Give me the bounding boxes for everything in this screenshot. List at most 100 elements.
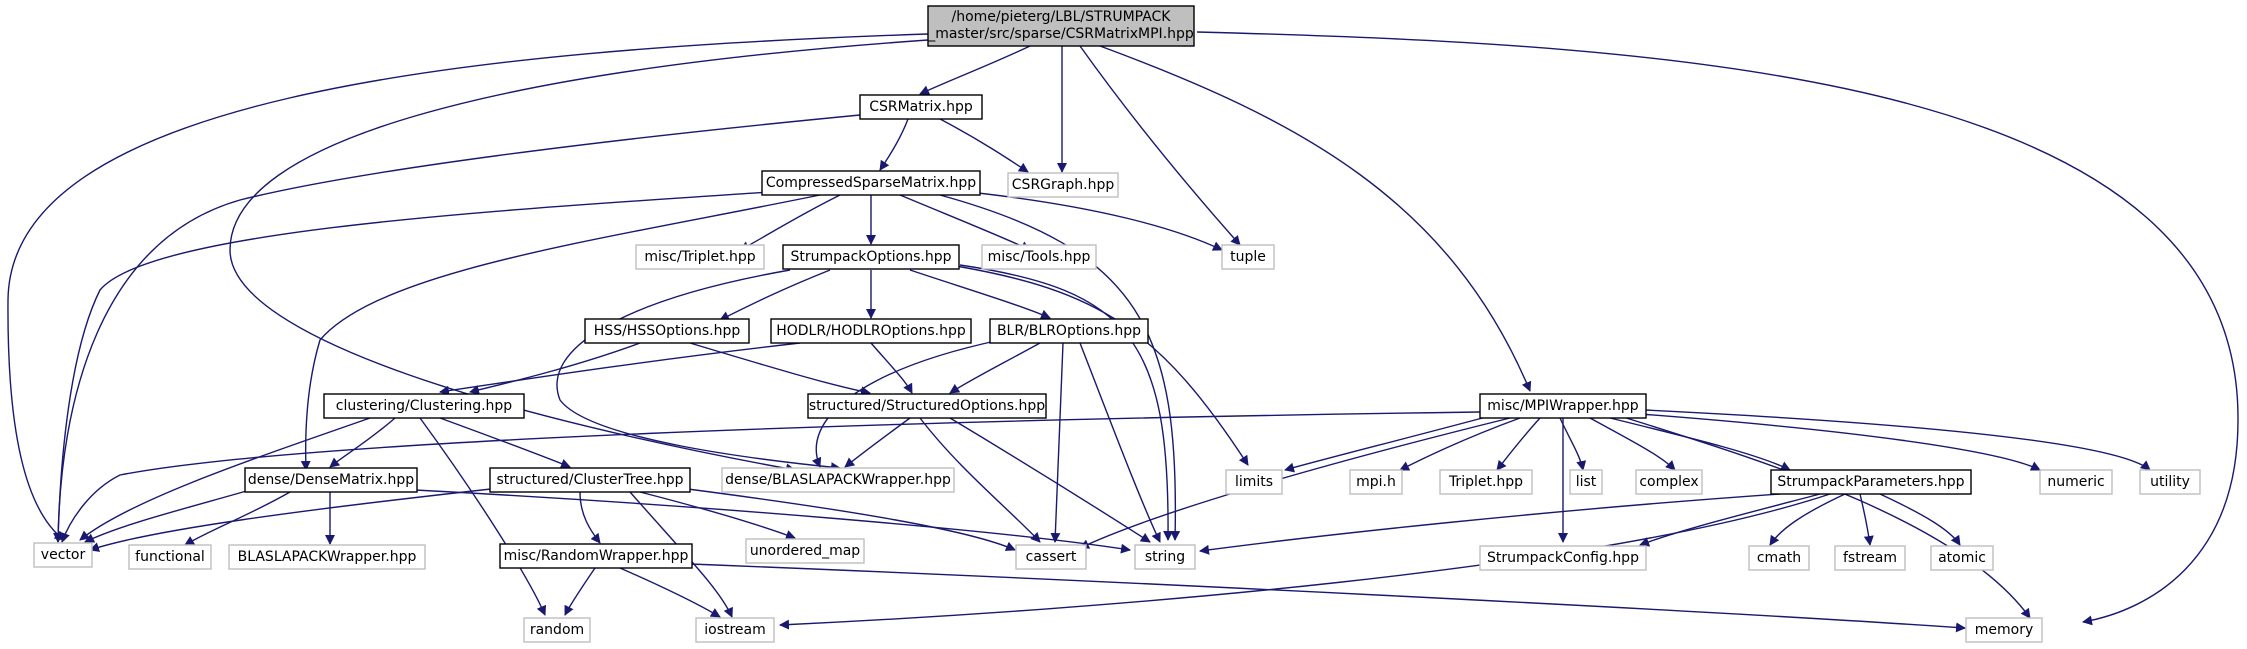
node-label: CompressedSparseMatrix.hpp (766, 175, 976, 191)
node-label: list (1576, 474, 1597, 490)
node-mpi-h: mpi.h (1349, 469, 1403, 495)
edge-root-vector (7, 33, 929, 541)
edge-densematrix-functional (184, 491, 291, 546)
node-misc-triplet: misc/Triplet.hpp (635, 244, 765, 270)
edge-mpiwrapper-numeric (1639, 413, 2041, 471)
node-cmath: cmath (1748, 545, 1810, 571)
node-blaslapack-wrapper: BLASLAPACKWrapper.hpp (228, 544, 426, 570)
node-label: Triplet.hpp (1448, 474, 1523, 490)
node-strumpack-parameters[interactable]: StrumpackParameters.hpp (1770, 469, 1972, 495)
node-label: CSRMatrix.hpp (869, 99, 973, 115)
node-random: random (523, 617, 591, 643)
edge-strumpackoptions-dense-blaslapack (556, 269, 841, 473)
node-label: cmath (1757, 550, 1801, 566)
edge-params-fstream (1859, 493, 1874, 546)
node-label: complex (1639, 474, 1698, 490)
node-label: unordered_map (750, 543, 860, 559)
node-label: BLASLAPACKWrapper.hpp (238, 549, 417, 565)
edge-strumpackoptions-blr (909, 269, 1051, 320)
edge-structopts-string (949, 417, 1151, 543)
edge-params-string (1199, 493, 1781, 555)
edge-clustering-clustertree (439, 417, 571, 469)
node-label: StrumpackOptions.hpp (790, 249, 951, 265)
node-label: misc/RandomWrapper.hpp (504, 548, 689, 564)
node-hss-options[interactable]: HSS/HSSOptions.hpp (584, 318, 750, 344)
edge-params-iostream (779, 493, 1831, 630)
edge-compressed-densematrix (300, 194, 821, 471)
node-cluster-tree[interactable]: structured/ClusterTree.hpp (489, 467, 691, 493)
node-label: dense/DenseMatrix.hpp (248, 472, 414, 488)
node-label: functional (135, 549, 205, 565)
node-label: dense/BLASLAPACKWrapper.hpp (725, 472, 951, 488)
node-label: cassert (1026, 549, 1077, 565)
edge-densematrix-vector (84, 489, 251, 543)
edge-strumpackoptions-hss (719, 269, 831, 321)
node-misc-tools: misc/Tools.hpp (981, 244, 1097, 270)
node-compressed-sparse-matrix[interactable]: CompressedSparseMatrix.hpp (761, 170, 981, 196)
edge-densematrix-string (414, 489, 1131, 554)
node-mpi-wrapper[interactable]: misc/MPIWrapper.hpp (1479, 393, 1647, 419)
node-label: misc/MPIWrapper.hpp (1487, 398, 1639, 414)
node-numeric: numeric (2039, 469, 2113, 495)
node-tuple: tuple (1221, 244, 1275, 270)
node-vector: vector (33, 542, 93, 568)
node-label: BLR/BLROptions.hpp (997, 323, 1141, 339)
edge-randomwrapper-iostream (619, 567, 721, 618)
node-label: misc/Tools.hpp (988, 249, 1091, 265)
node-label: atomic (1938, 550, 1986, 566)
node-csrmatrix[interactable]: CSRMatrix.hpp (859, 94, 983, 120)
edge-clustertree-unordered-map (639, 491, 796, 540)
edge-strumpackoptions-limits (949, 264, 1249, 466)
node-blr-options[interactable]: BLR/BLROptions.hpp (989, 318, 1149, 344)
edge-hss-clustering (469, 342, 641, 395)
node-limits: limits (1225, 469, 1283, 495)
edge-params-config (1639, 493, 1821, 547)
node-memory: memory (1965, 617, 2043, 643)
edge-clustertree-cassert (679, 487, 1016, 551)
edge-csrmatrix-compressed (879, 118, 909, 171)
edge-params-cmath (1769, 493, 1846, 546)
node-label: StrumpackParameters.hpp (1777, 474, 1964, 490)
node-label: misc/Triplet.hpp (644, 249, 755, 265)
edge-hss-structopts (689, 342, 871, 397)
node-iostream: iostream (695, 617, 775, 643)
node-label: numeric (2047, 474, 2104, 490)
edge-clustertree-vector (89, 487, 501, 552)
dependency-nodes: /home/pieterg/LBL/STRUMPACK _master/src/… (33, 5, 2201, 643)
node-utility: utility (2139, 469, 2201, 495)
edge-structopts-cassert (919, 417, 1041, 543)
node-label: string (1145, 549, 1185, 565)
node-strumpack-config: StrumpackConfig.hpp (1479, 545, 1647, 571)
node-functional: functional (128, 544, 212, 570)
edge-clustertree-randomwrapper (579, 491, 601, 544)
node-label: limits (1235, 474, 1273, 490)
edge-params-atomic (1879, 493, 1961, 546)
node-label: fstream (1843, 550, 1897, 566)
node-dense-blaslapack-wrapper: dense/BLASLAPACKWrapper.hpp (721, 467, 955, 493)
edge-compressed-vector (53, 191, 771, 543)
edge-blr-structopts (949, 342, 1041, 394)
edge-randomwrapper-random (564, 567, 596, 616)
node-label: HSS/HSSOptions.hpp (594, 323, 741, 339)
edge-compressed-string (939, 194, 1181, 541)
node-atomic: atomic (1930, 545, 1994, 571)
node-dense-matrix[interactable]: dense/DenseMatrix.hpp (244, 467, 418, 493)
edge-mpiwrapper-complex (1589, 417, 1676, 471)
node-strumpack-options[interactable]: StrumpackOptions.hpp (782, 244, 960, 270)
node-csrgraph: CSRGraph.hpp (1007, 172, 1119, 198)
edge-mpiwrapper-utility (1644, 409, 2151, 471)
edge-clustering-random (419, 417, 547, 616)
node-label: mpi.h (1356, 474, 1396, 490)
edge-root-tuple (1079, 45, 1241, 246)
node-hodlr-options[interactable]: HODLR/HODLROptions.hpp (770, 318, 972, 344)
edge-mpiwrapper-triplet (1496, 417, 1541, 471)
edge-compressed-tuple (949, 189, 1223, 251)
edge-compressed-triplet-misc (739, 194, 841, 251)
node-clustering[interactable]: clustering/Clustering.hpp (323, 393, 525, 419)
node-random-wrapper[interactable]: misc/RandomWrapper.hpp (499, 543, 693, 569)
node-label: HODLR/HODLROptions.hpp (776, 323, 966, 339)
edge-compressed-tools (899, 194, 1031, 251)
node-structured-options[interactable]: structured/StructuredOptions.hpp (807, 393, 1047, 419)
node-label: vector (41, 547, 86, 563)
